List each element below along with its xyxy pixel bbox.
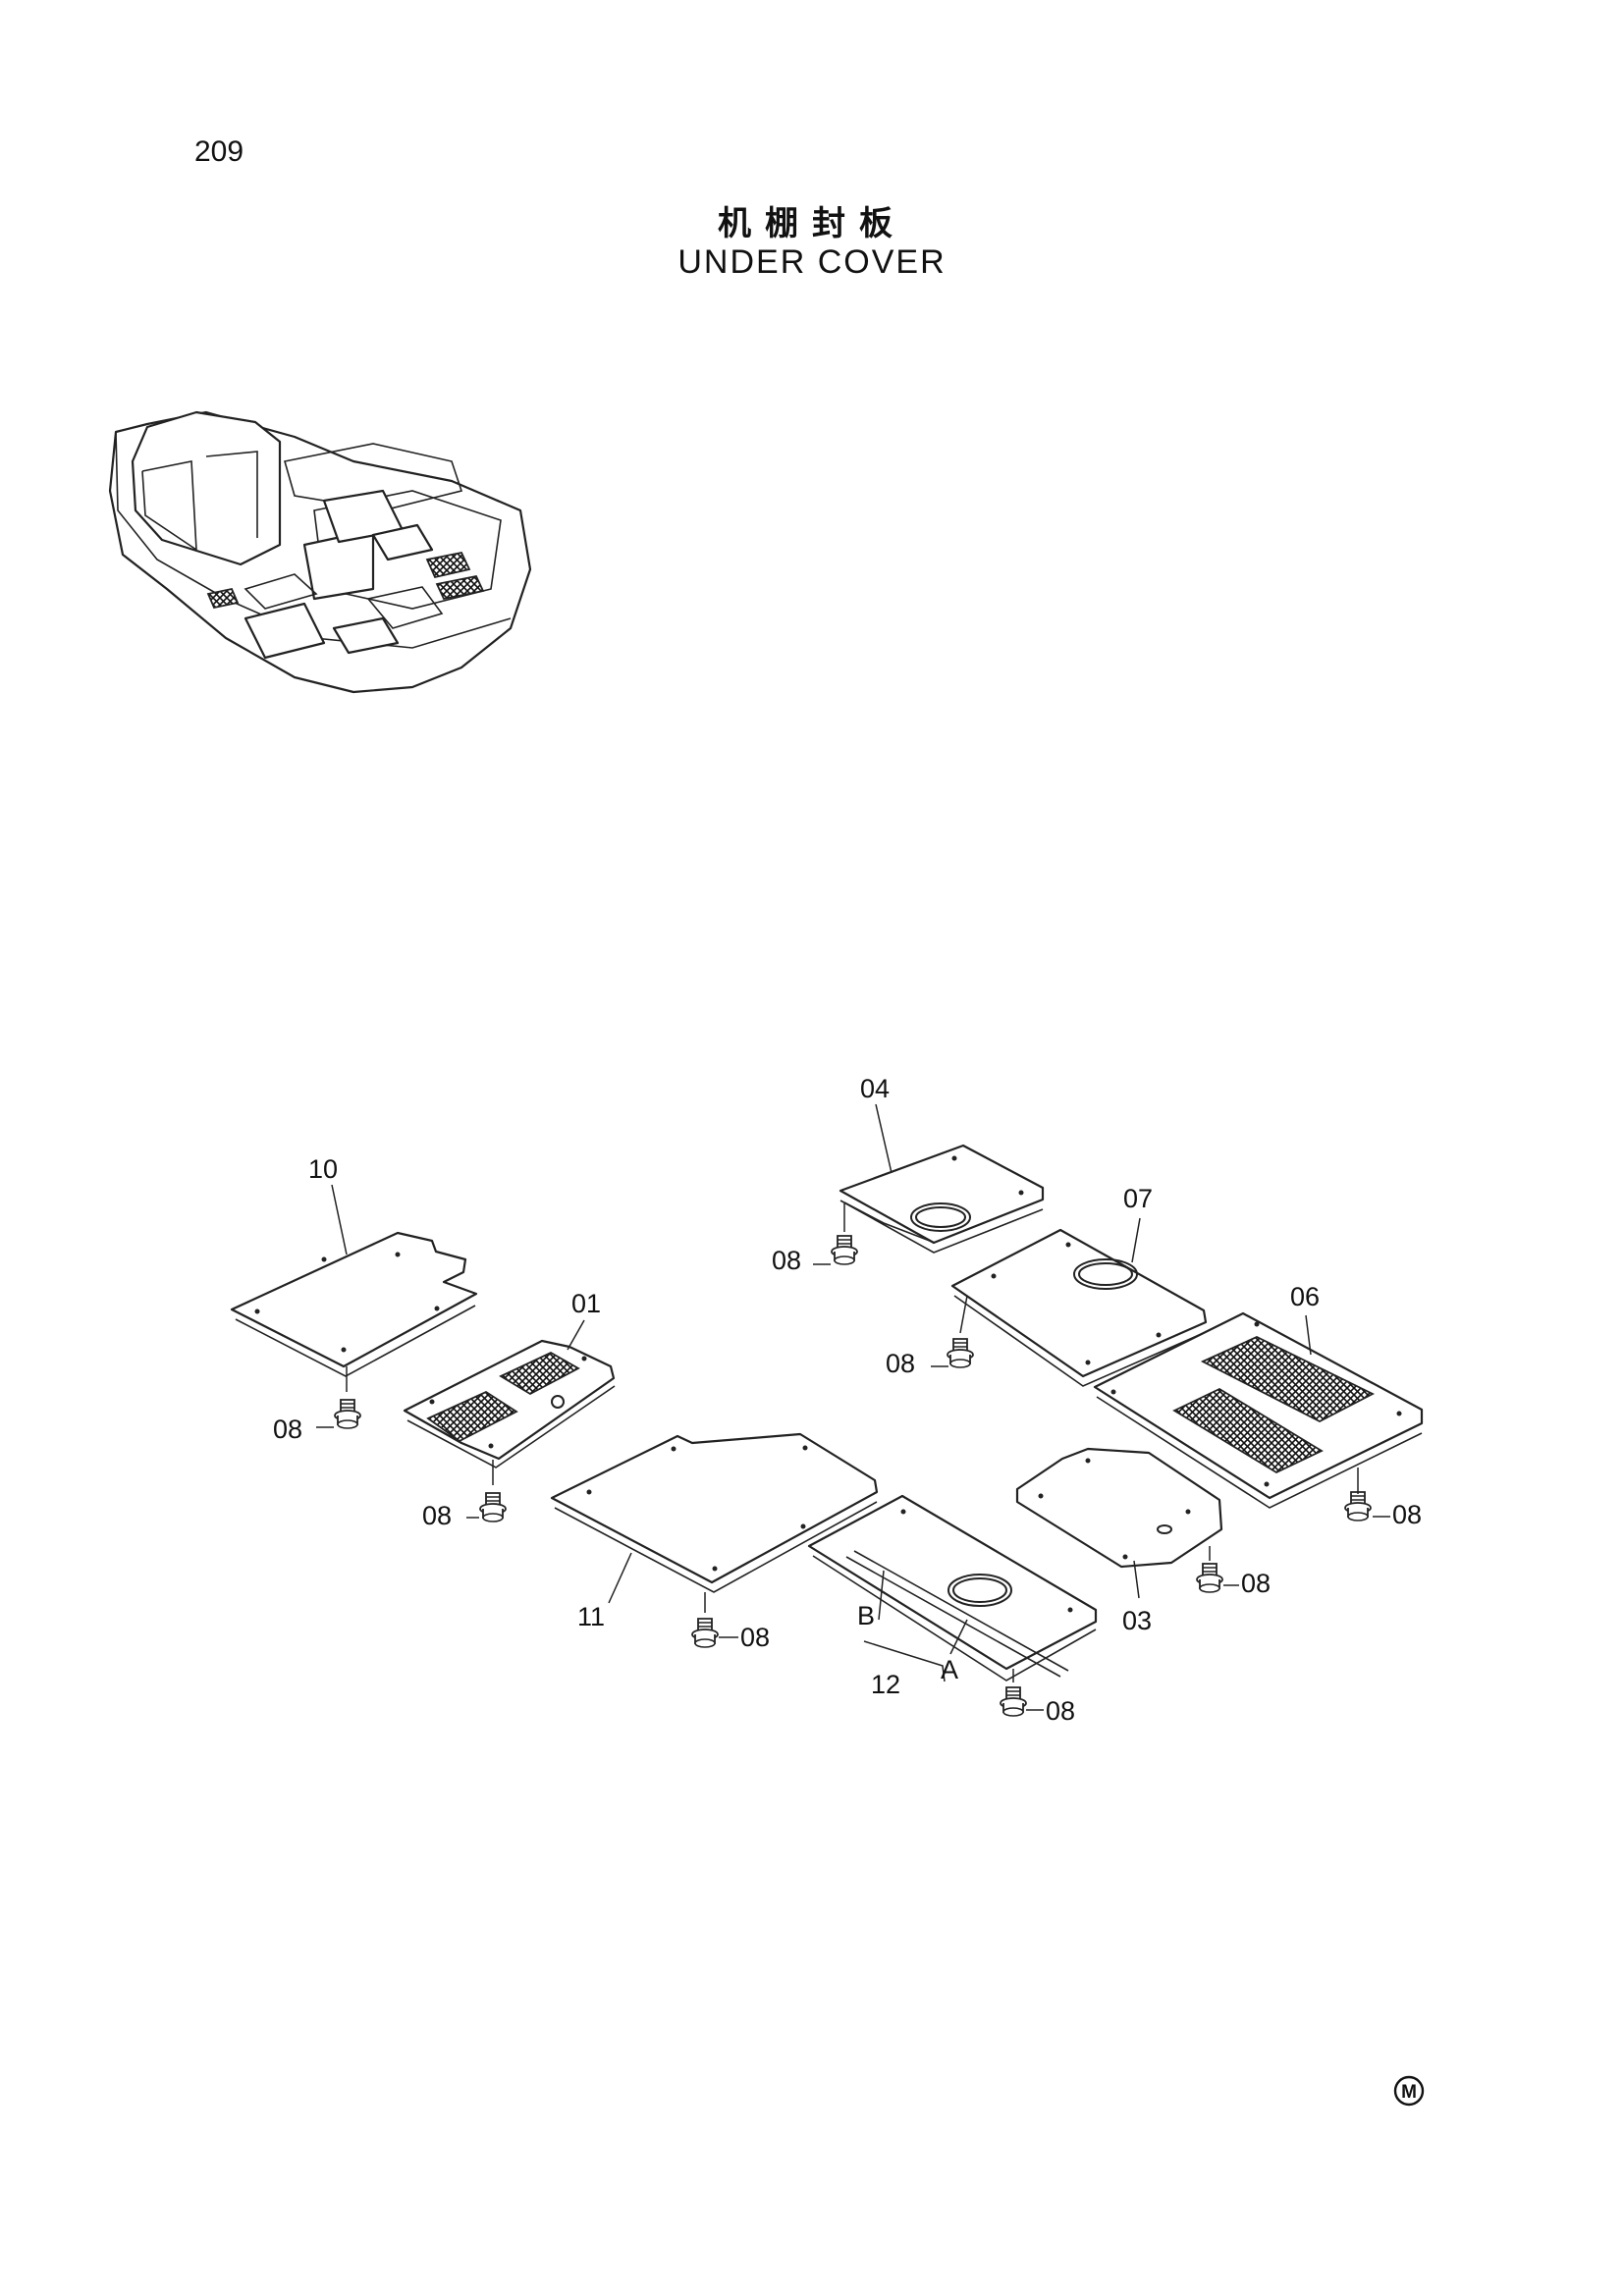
callout-08: 08 bbox=[1241, 1569, 1271, 1598]
callout-07: 07 bbox=[1123, 1184, 1153, 1213]
callout-b: B bbox=[857, 1601, 875, 1630]
under-cover-panel-07 bbox=[950, 1228, 1208, 1387]
callout-08: 08 bbox=[740, 1623, 770, 1652]
page-title-english: UNDER COVER bbox=[677, 243, 947, 281]
under-cover-panel-01 bbox=[403, 1339, 616, 1468]
callout-08: 08 bbox=[273, 1415, 302, 1444]
callout-08: 08 bbox=[422, 1501, 452, 1530]
leader-lines bbox=[316, 1103, 1390, 1711]
page-title-chinese: 机棚封板 bbox=[718, 204, 906, 243]
under-cover-panel-03 bbox=[1015, 1447, 1223, 1569]
callout-08: 08 bbox=[1046, 1696, 1075, 1726]
under-cover-panel-06 bbox=[1093, 1311, 1424, 1509]
callout-01: 01 bbox=[571, 1289, 601, 1318]
callout-06: 06 bbox=[1290, 1282, 1320, 1311]
logo-mark: M bbox=[1393, 2075, 1425, 2107]
machine-overview-illustration bbox=[108, 410, 532, 694]
callout-08: 08 bbox=[1392, 1500, 1422, 1529]
callout-04: 04 bbox=[860, 1074, 890, 1103]
under-cover-panel-11 bbox=[550, 1432, 879, 1593]
callout-08: 08 bbox=[772, 1246, 801, 1275]
callout-08: 08 bbox=[886, 1349, 915, 1378]
under-cover-panel-12 bbox=[807, 1494, 1098, 1682]
under-cover-panel-10 bbox=[230, 1231, 478, 1377]
callout-a: A bbox=[941, 1655, 958, 1684]
svg-text:M: M bbox=[1401, 2082, 1417, 2103]
callout-10: 10 bbox=[308, 1154, 338, 1184]
callout-03: 03 bbox=[1122, 1606, 1152, 1635]
under-cover-panel-04 bbox=[839, 1144, 1045, 1254]
page-number: 209 bbox=[194, 135, 244, 168]
callout-11: 11 bbox=[577, 1602, 605, 1631]
callout-12: 12 bbox=[871, 1670, 900, 1699]
